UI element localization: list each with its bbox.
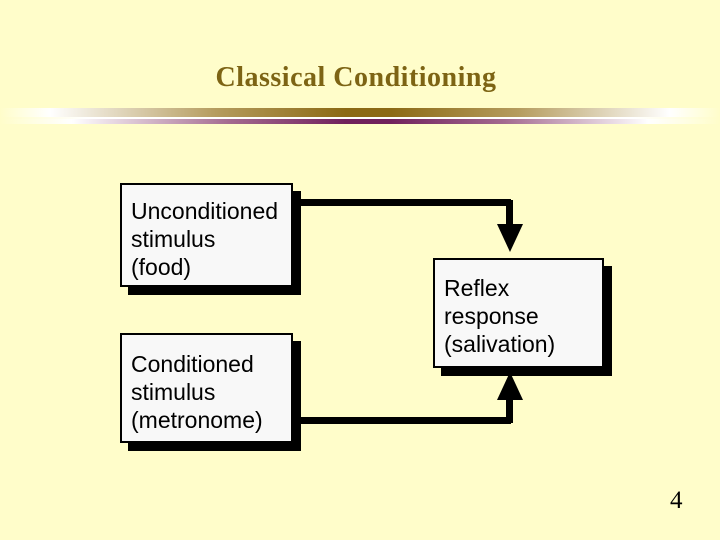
box-text-line: response bbox=[444, 303, 539, 329]
arrow-unconditioned-to-reflex-vertical-line bbox=[506, 200, 513, 226]
divider-plum-gradient-bar bbox=[0, 119, 720, 124]
divider-separator-line bbox=[0, 117, 720, 119]
divider-gold-gradient-bar bbox=[0, 108, 720, 117]
box-reflex-response: Reflex response (salivation) bbox=[433, 258, 604, 368]
box-conditioned-stimulus: Conditioned stimulus (metronome) bbox=[120, 333, 293, 443]
arrow-unconditioned-to-reflex-horizontal-line bbox=[293, 199, 511, 206]
box-text-line: stimulus bbox=[131, 379, 216, 405]
box-text-line: stimulus bbox=[131, 226, 216, 252]
arrow-conditioned-to-reflex-horizontal-line bbox=[293, 417, 511, 424]
box-text-line: Unconditioned bbox=[131, 198, 279, 224]
page-number: 4 bbox=[670, 487, 683, 514]
arrowhead-up-icon bbox=[497, 372, 523, 400]
box-text-line: Reflex bbox=[444, 275, 510, 301]
box-text-line: (metronome) bbox=[131, 407, 263, 433]
slide-title: Classical Conditioning bbox=[215, 62, 497, 93]
arrow-conditioned-to-reflex-vertical-line bbox=[506, 398, 513, 423]
arrowhead-down-icon bbox=[497, 224, 523, 252]
box-text-line: (food) bbox=[131, 254, 192, 280]
box-unconditioned-stimulus: Unconditioned stimulus (food) bbox=[120, 183, 293, 287]
box-text-line: (salivation) bbox=[444, 331, 556, 357]
box-text-line: Conditioned bbox=[131, 351, 254, 377]
